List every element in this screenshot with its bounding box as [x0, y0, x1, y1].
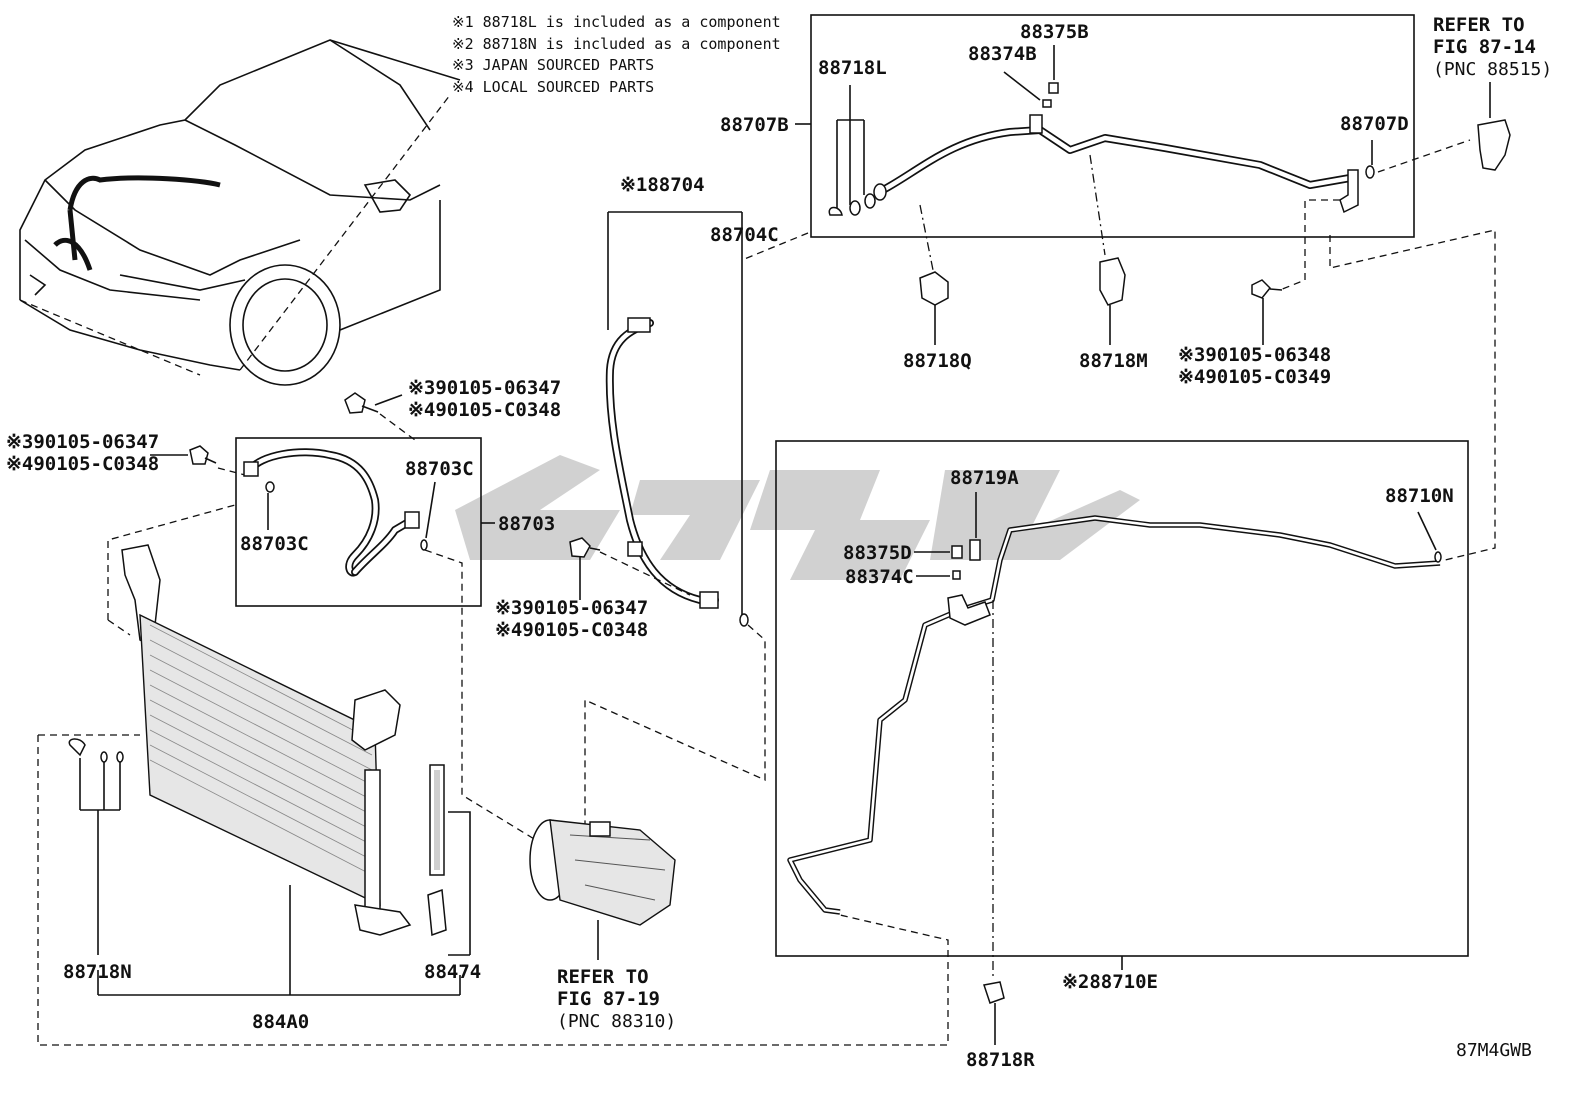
part-88474: 88474 [424, 764, 481, 995]
receiver-part-icon [1477, 119, 1511, 171]
ref-comp-line1: REFER TO [557, 966, 649, 988]
label-88374B: 88374B [968, 43, 1037, 65]
clamp-88718Q: 88718Q [903, 271, 972, 372]
label-bolt-l-3: ※390105-06347 [6, 431, 159, 453]
label-88374C: 88374C [845, 566, 914, 588]
hose-88704: ※188704 88704C [584, 174, 809, 830]
label-88718N: 88718N [63, 961, 132, 983]
note-2: ※2 88718N is included as a component [452, 35, 781, 53]
label-88718L: 88718L [818, 57, 887, 79]
ref-top-line1: REFER TO [1433, 14, 1525, 36]
notes-block: ※1 88718L is included as a component ※2 … [452, 13, 781, 96]
note-1: ※1 88718L is included as a component [452, 13, 781, 31]
label-88375B: 88375B [1020, 21, 1089, 43]
label-88707B: 88707B [720, 114, 789, 136]
label-88718R: 88718R [966, 1049, 1035, 1071]
label-88703C-left: 88703C [240, 533, 309, 555]
label-88474: 88474 [424, 961, 481, 983]
label-88375D: 88375D [843, 542, 912, 564]
label-88718M: 88718M [1079, 350, 1148, 372]
label-bolt-l-4: ※490105-C0348 [6, 453, 159, 475]
ref-fig-87-14: REFER TO FIG 87-14 (PNC 88515) [1433, 14, 1552, 171]
ref-top-line3: (PNC 88515) [1433, 59, 1552, 80]
label-88703C-right: 88703C [405, 458, 474, 480]
label-88704C: 88704C [710, 224, 779, 246]
diagram-code: 87M4GWB [1456, 1040, 1532, 1061]
car-front-illustration [19, 39, 461, 386]
bolt-upper-left: ※390105-06347 ※490105-C0348 [344, 377, 561, 441]
label-884A0: 884A0 [252, 1011, 309, 1033]
label-88703: 88703 [498, 513, 555, 535]
label-bolt-ul-3: ※390105-06347 [408, 377, 561, 399]
label-bolt-tr-3: ※390105-06348 [1178, 344, 1331, 366]
label-bolt-tr-4: ※490105-C0349 [1178, 366, 1331, 388]
ref-comp-line2: FIG 87-19 [557, 988, 660, 1010]
label-88710E: ※288710E [1062, 971, 1158, 993]
label-bolt-ul-4: ※490105-C0348 [408, 399, 561, 421]
label-88710N: 88710N [1385, 485, 1454, 507]
label-88704: ※188704 [620, 174, 705, 196]
group-88718N: 88718N [37, 734, 949, 1046]
box-88703: 88703C 88703C 88703 [235, 437, 586, 871]
bolt-left: ※390105-06347 ※490105-C0348 [6, 431, 246, 476]
note-4: ※4 LOCAL SOURCED PARTS [452, 78, 654, 96]
ref-top-line2: FIG 87-14 [1433, 36, 1536, 58]
box-88707B: 88707B 88718L 88375B 88374B 88707D [720, 14, 1471, 291]
compressor: REFER TO FIG 87-19 (PNC 88310) [529, 819, 676, 1032]
clip-88718R: 88718R [966, 981, 1035, 1071]
ref-comp-line3: (PNC 88310) [557, 1011, 676, 1032]
dashed-link-88710N [1329, 229, 1496, 561]
label-bolt-lm-3: ※390105-06347 [495, 597, 648, 619]
box-88710E: 88710N 88719A 88375D 88374C ※288710E [775, 440, 1469, 993]
clamp-88718M: 88718M [1079, 257, 1148, 372]
bolt-top-right: ※390105-06348 ※490105-C0349 [1178, 279, 1331, 388]
note-3: ※3 JAPAN SOURCED PARTS [452, 56, 654, 74]
label-88707D: 88707D [1340, 113, 1409, 135]
watermark-logo [455, 455, 1140, 580]
label-88719A: 88719A [950, 467, 1019, 489]
bolt-lower-mid: ※390105-06347 ※490105-C0348 [495, 537, 691, 641]
label-88718Q: 88718Q [903, 350, 972, 372]
label-bolt-lm-4: ※490105-C0348 [495, 619, 648, 641]
condenser-884A0: 884A0 [97, 504, 460, 1033]
